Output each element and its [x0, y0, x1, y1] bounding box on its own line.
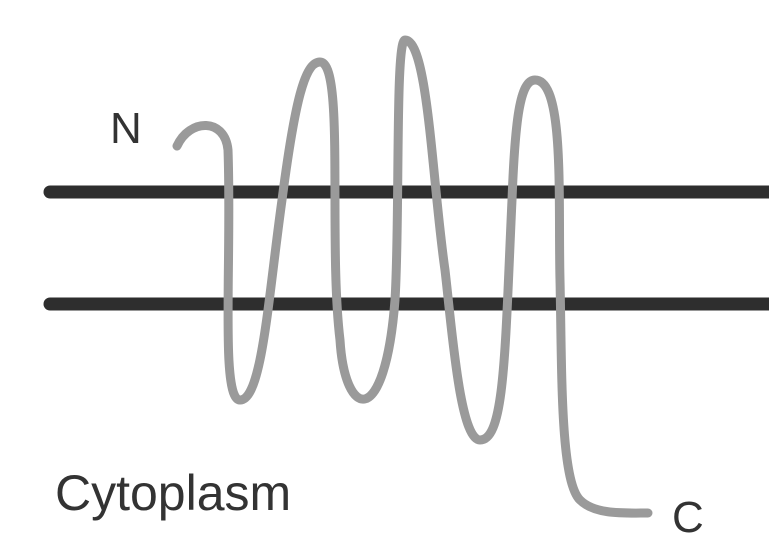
cytoplasm-label: Cytoplasm	[55, 465, 291, 521]
n-terminus-label: N	[110, 104, 142, 153]
protein-chain	[172, 35, 653, 518]
c-terminus-label: C	[672, 493, 704, 534]
